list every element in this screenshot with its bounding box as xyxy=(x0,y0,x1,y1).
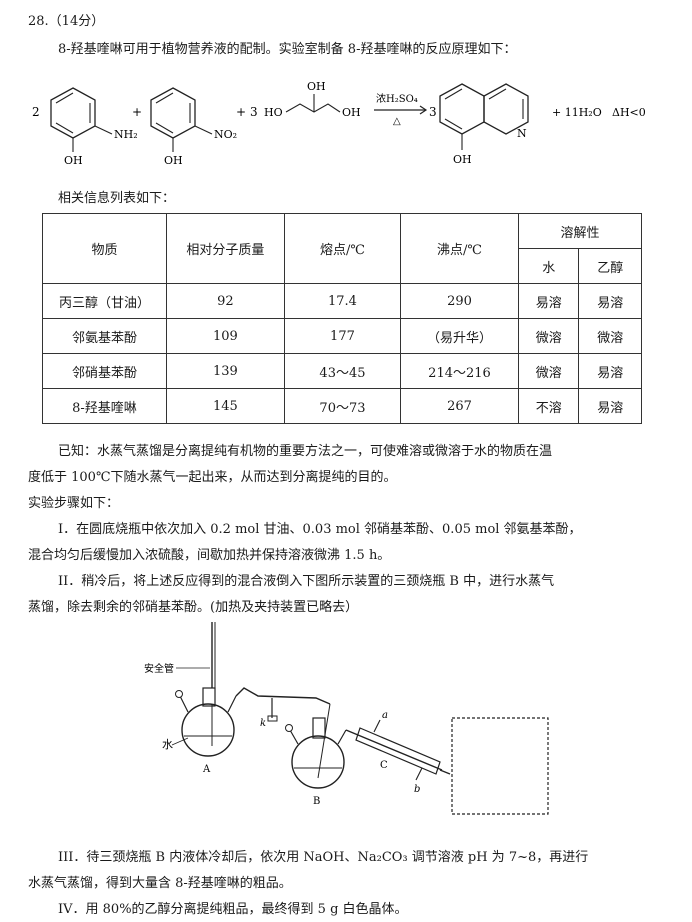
label-B: B xyxy=(313,796,320,807)
flask-A: A 水 xyxy=(162,687,237,775)
o-aminophenol-structure: NH₂ OH xyxy=(50,87,138,167)
col-mass: 相对分子质量 xyxy=(165,213,285,284)
cell: 邻氨基苯酚 xyxy=(42,318,167,354)
step2-line-2: 蒸馏，除去剩余的邻硝基苯酚。(加热及夹持装置已略去） xyxy=(28,600,359,615)
cell: 109 xyxy=(165,318,285,354)
step3-line-2: 水蒸气蒸馏，得到大量含 8-羟基喹啉的粗品。 xyxy=(28,876,292,891)
label-A: A xyxy=(202,764,211,775)
cell: 92 xyxy=(165,283,285,319)
plus-2: + xyxy=(236,105,246,119)
step4-line-1: IV．用 80%的乙醇分离提纯粗品，最终得到 5 g 白色晶体。 xyxy=(58,902,408,917)
col-mp: 熔点/℃ xyxy=(283,213,402,284)
table-row: 邻硝基苯酚 139 43～45 214～216 微溶 易溶 xyxy=(42,353,642,389)
condition-bottom: △ xyxy=(393,116,401,127)
plus-1: + xyxy=(132,105,142,119)
known-line-1: 已知：水蒸气蒸馏是分离提纯有机物的重要方法之一，可使难溶或微溶于水的物质在温 xyxy=(58,444,553,459)
info-table: 物质 相对分子质量 熔点/℃ 沸点/℃ 溶解性 水 乙醇 丙三醇（甘油） 92 … xyxy=(42,213,642,424)
intro-text: 8-羟基喹啉可用于植物营养液的配制。实验室制备 8-羟基喹啉的反应原理如下： xyxy=(58,42,517,57)
step3-line-1: III．待三颈烧瓶 B 内液体冷却后，依次用 NaOH、Na₂CO₃ 调节溶液 … xyxy=(58,850,589,865)
col-solubility: 溶解性 xyxy=(518,213,642,249)
receiver-box xyxy=(451,717,549,815)
label-water: 水 xyxy=(162,738,173,751)
cell: 微溶 xyxy=(517,353,580,389)
label-k: k xyxy=(260,718,266,729)
label-C: C xyxy=(380,760,388,771)
cell: 易溶 xyxy=(578,353,642,389)
label-oh-4: OH xyxy=(342,106,361,119)
table-row: 丙三醇（甘油） 92 17.4 290 易溶 易溶 xyxy=(42,283,642,319)
label-safety-tube: 安全管 xyxy=(144,662,174,675)
cell: 丙三醇（甘油） xyxy=(42,283,167,319)
o-nitrophenol-structure: OH NO₂ xyxy=(150,87,237,167)
coef-3a: 3 xyxy=(250,105,258,119)
table-row: 8-羟基喹啉 145 70～73 267 不溶 易溶 xyxy=(42,388,642,424)
cell: 8-羟基喹啉 xyxy=(42,388,167,424)
cell: （易升华） xyxy=(400,318,519,354)
step1-line-1: I．在圆底烧瓶中依次加入 0.2 mol 甘油、0.03 mol 邻硝基苯酚、0… xyxy=(58,522,582,537)
cell: 易溶 xyxy=(517,283,580,319)
step2-line-1: II．稍冷后，将上述反应得到的混合液倒入下图所示装置的三颈烧瓶 B 中，进行水蒸… xyxy=(58,574,555,589)
label-oh-1: OH xyxy=(64,154,83,167)
question-number: 28.（14分） xyxy=(28,14,105,29)
cell: 177 xyxy=(283,318,402,354)
label-a: a xyxy=(382,710,388,721)
steam-distillation-apparatus: 安全管 A 水 k B a b C xyxy=(144,622,549,815)
cell: 微溶 xyxy=(517,318,580,354)
cell: 214～216 xyxy=(400,353,519,389)
col-ethanol: 乙醇 xyxy=(578,248,642,284)
steps-title: 实验步骤如下： xyxy=(28,496,120,511)
label-no2: NO₂ xyxy=(214,128,237,141)
cell: 不溶 xyxy=(517,388,580,424)
reaction-equation: 2 NH₂ OH + OH NO₂ + 3 HO OH OH 浓H₂SO₄ △ … xyxy=(32,80,646,167)
step1-line-2: 混合均匀后缓慢加入浓硫酸，间歇加热并保持溶液微沸 1.5 h。 xyxy=(28,548,391,563)
table-intro: 相关信息列表如下： xyxy=(58,191,176,206)
label-oh-5: OH xyxy=(453,153,472,166)
label-oh-3: OH xyxy=(307,80,326,93)
cell: 267 xyxy=(400,388,519,424)
col-bp: 沸点/℃ xyxy=(400,213,519,284)
cell: 70～73 xyxy=(283,388,402,424)
label-b: b xyxy=(414,784,420,795)
cell: 290 xyxy=(400,283,519,319)
cell: 145 xyxy=(165,388,285,424)
label-ho: HO xyxy=(264,106,283,119)
cell: 易溶 xyxy=(578,283,642,319)
cell: 易溶 xyxy=(578,388,642,424)
table-row: 邻氨基苯酚 109 177 （易升华） 微溶 微溶 xyxy=(42,318,642,354)
cell: 邻硝基苯酚 xyxy=(42,353,167,389)
col-substance: 物质 xyxy=(42,213,167,284)
cell: 43～45 xyxy=(283,353,402,389)
cell: 微溶 xyxy=(578,318,642,354)
glycerol-structure: HO OH OH xyxy=(264,80,361,119)
label-n: N xyxy=(517,127,527,140)
label-oh-2: OH xyxy=(164,154,183,167)
condition-top: 浓H₂SO₄ xyxy=(376,93,418,105)
known-line-2: 度低于 100℃下随水蒸气一起出来，从而达到分离提纯的目的。 xyxy=(28,470,397,485)
8-hydroxyquinoline-structure: N OH xyxy=(439,83,529,166)
cell: 139 xyxy=(165,353,285,389)
coef-3b: 3 xyxy=(429,105,437,119)
col-water: 水 xyxy=(517,248,580,284)
cell: 17.4 xyxy=(283,283,402,319)
label-nh2: NH₂ xyxy=(114,128,138,141)
flask-B: B xyxy=(285,703,347,807)
byproduct: + 11H₂O xyxy=(552,106,602,119)
condenser-C: a b C xyxy=(345,710,451,795)
coef-2: 2 xyxy=(32,105,40,119)
enthalpy: ΔH<0 xyxy=(612,106,646,119)
